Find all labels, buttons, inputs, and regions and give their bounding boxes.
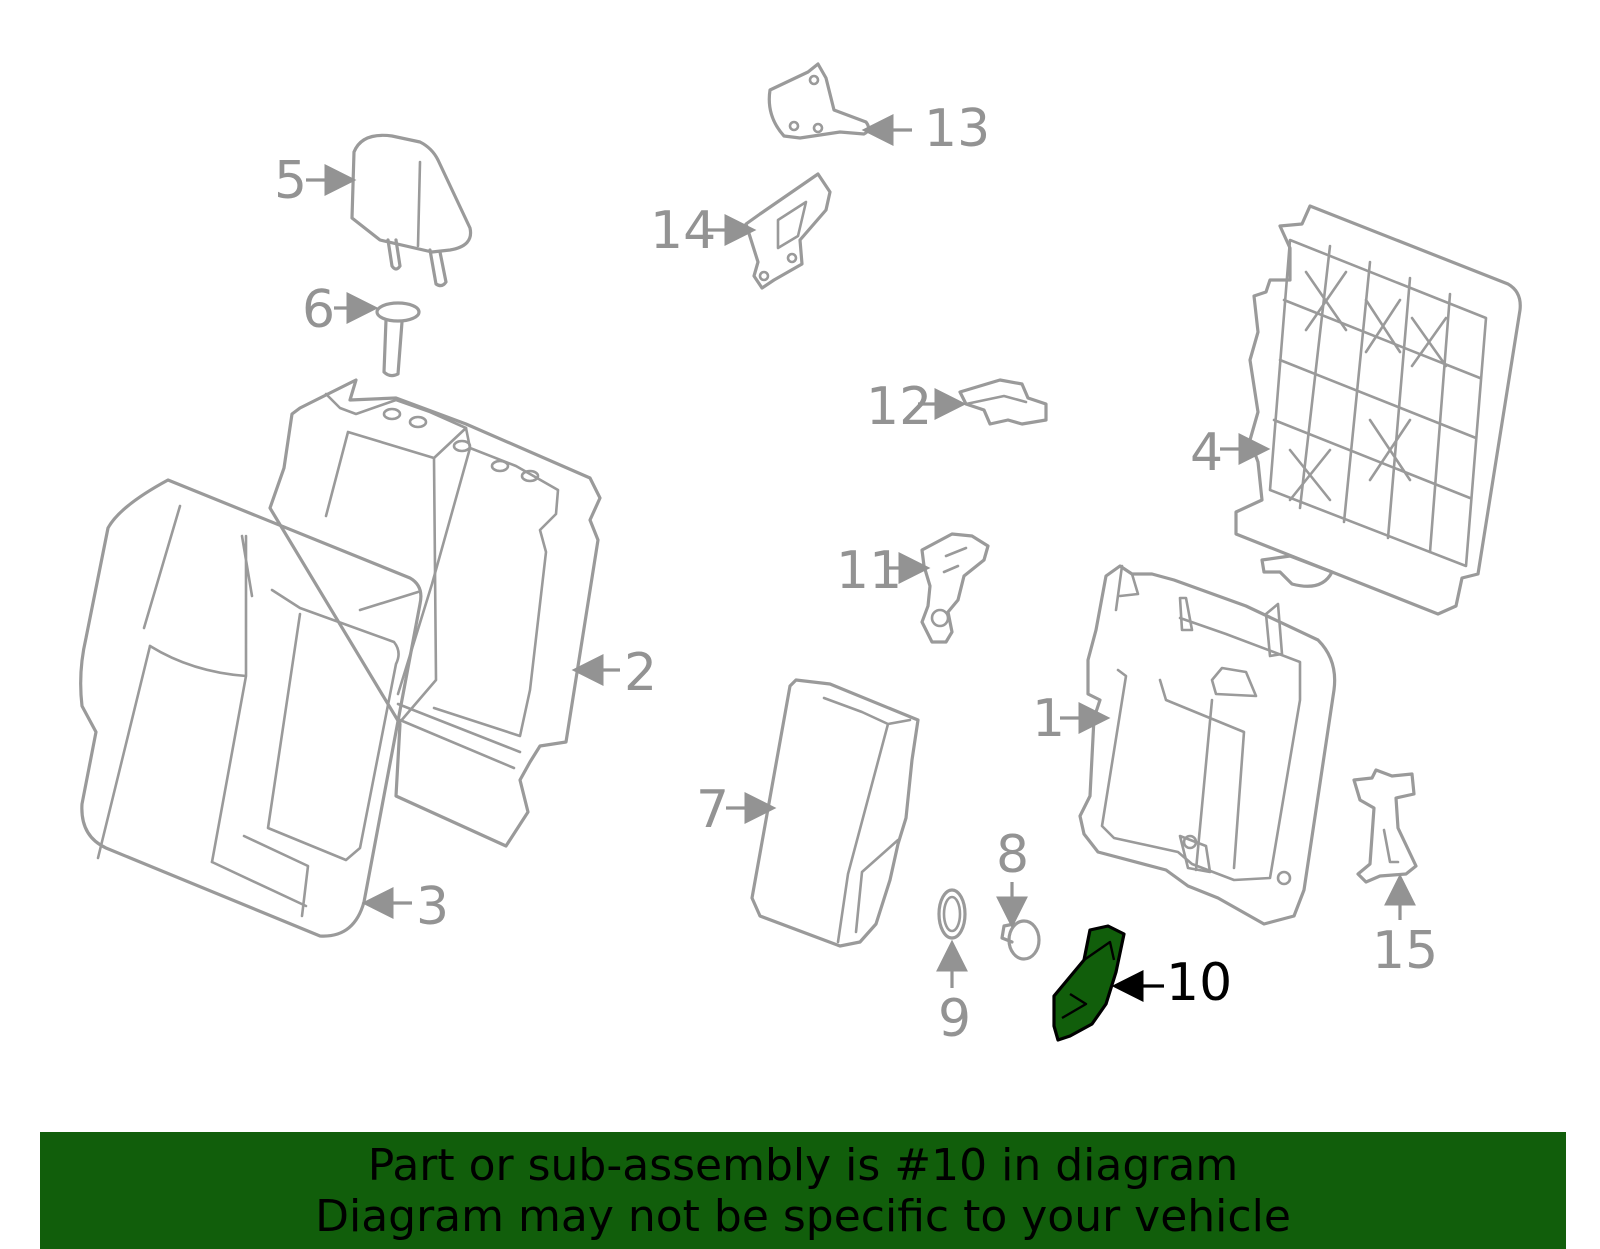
callout-7: 7	[696, 780, 729, 840]
callout-15: 15	[1372, 921, 1438, 981]
part-15-bracket[interactable]	[1352, 768, 1418, 884]
part-8-clip[interactable]	[1000, 919, 1041, 961]
part-10-trim-cover-highlighted[interactable]	[1052, 924, 1126, 1042]
callout-1: 1	[1032, 689, 1065, 749]
part-2-seat-back-pad[interactable]	[268, 378, 602, 848]
callout-13: 13	[924, 99, 990, 159]
callout-12: 12	[866, 377, 932, 437]
callout-8: 8	[996, 825, 1029, 885]
callout-2: 2	[624, 643, 657, 703]
callout-11: 11	[836, 541, 902, 601]
callout-4: 4	[1190, 423, 1223, 483]
banner-line-disclaimer: Diagram may not be specific to your vehi…	[315, 1190, 1291, 1242]
seat-parts-diagram: 1 2 3 4 5 6 7 8 9 10 11 12 13 14 15	[79, 62, 1522, 1049]
banner-line-part-number: Part or sub-assembly is #10 in diagram	[367, 1139, 1239, 1191]
info-banner: Part or sub-assembly is #10 in diagram D…	[40, 1132, 1566, 1249]
callout-14: 14	[650, 201, 716, 261]
leader-arrows	[306, 114, 1416, 1002]
part-5-headrest[interactable]	[350, 133, 473, 288]
callout-5: 5	[274, 151, 307, 211]
part-9-grommet[interactable]	[937, 888, 967, 940]
callout-labels: 1 2 3 4 5 6 7 8 9 10 11 12 13 14 15	[274, 99, 1438, 1049]
callout-6: 6	[302, 280, 335, 340]
part-3-seat-back-cover[interactable]	[79, 478, 423, 938]
part-7-armrest[interactable]	[750, 678, 920, 948]
callout-10: 10	[1166, 953, 1232, 1013]
part-4-seat-back-frame[interactable]	[1234, 204, 1522, 616]
part-11-hinge-bracket[interactable]	[920, 532, 990, 644]
part-14-bracket[interactable]	[744, 172, 832, 290]
callout-9: 9	[938, 989, 971, 1049]
callout-3: 3	[416, 877, 449, 937]
part-6-headrest-guide[interactable]	[375, 301, 421, 378]
part-1-seat-back-frame[interactable]	[1078, 564, 1337, 926]
part-12-cover-clip[interactable]	[958, 378, 1048, 426]
part-13-bracket[interactable]	[767, 62, 871, 140]
